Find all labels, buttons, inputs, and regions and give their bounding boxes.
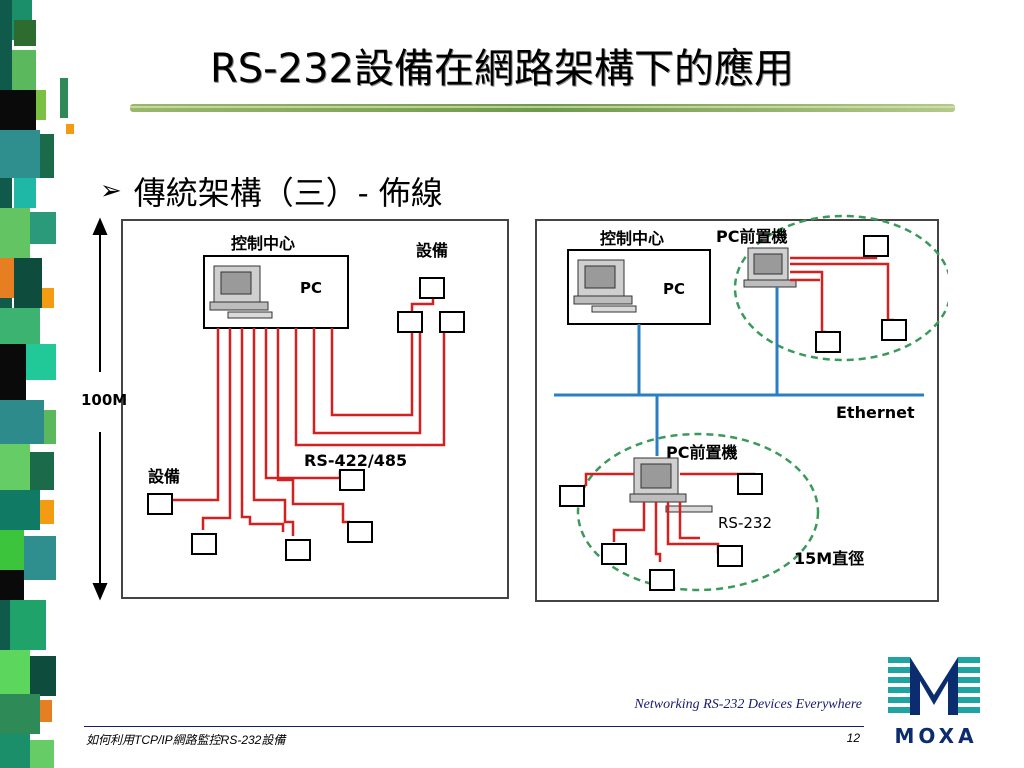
moxa-logo-wordmark: MOXA [894,724,978,748]
bottom-front-pc-label: PC前置機 [666,443,737,462]
left-control-center-label: 控制中心 [231,234,295,253]
left-device-box [285,539,311,561]
left-device-box [419,277,445,299]
right-pc-label: PC [663,280,685,298]
distance-arrow [92,217,108,601]
network-diagram: 100M 控制中心 PC 設備 設備 RS-422/485 控制中心 [81,214,948,602]
bottom-cluster-device-box [717,545,743,567]
top-cluster-device-box [863,235,889,257]
top-front-pc-icon [743,247,797,288]
bottom-front-pc-icon [629,457,713,513]
top-cluster-devices [815,235,907,353]
left-device-box [397,311,423,333]
footer-slogan: Networking RS-232 Devices Everywhere [634,697,862,712]
left-device-box [339,469,365,491]
left-device-left-label: 設備 [148,467,180,486]
top-front-pc-label: PC前置機 [716,227,787,246]
left-device-box [191,533,217,555]
arrow-bullet-icon: ➢ [100,176,122,206]
moxa-logo-icon [886,655,982,723]
right-control-center-label: 控制中心 [600,229,664,248]
top-cluster-device-box [815,331,841,353]
bottom-cluster-device-box [601,543,627,565]
left-device-boxes [147,277,465,561]
bottom-cluster-device-box [737,473,763,495]
bullet-line: ➢ 傳統架構（三）- 佈線 [100,168,443,214]
decorative-left-bar [0,0,74,768]
left-red-wires [158,294,446,536]
bottom-cluster-devices [559,473,763,591]
footer-caption: 如何利用TCP/IP網路監控RS-232設備 [86,733,286,747]
left-device-top-label: 設備 [416,241,448,260]
rs232-label: RS-232 [718,514,772,532]
slide-title: RS-232設備在網路架構下的應用 [210,46,794,92]
footer-divider [84,726,864,727]
bottom-cluster-device-box [649,569,675,591]
bottom-cluster-device-box [559,485,585,507]
right-pc-icon [573,259,637,313]
bottom-cluster-ellipse [576,432,820,592]
ethernet-label: Ethernet [836,403,915,422]
page-number: 12 [846,731,860,745]
diameter-label: 15M直徑 [794,549,864,568]
top-cluster-device-box [881,319,907,341]
bus-label: RS-422/485 [304,451,407,470]
left-device-box [347,521,373,543]
title-underline-decoration [130,104,955,112]
ethernet-backbone [554,287,924,456]
bullet-text: 傳統架構（三）- 佈線 [133,174,443,212]
left-pc-label: PC [300,279,322,297]
left-pc-icon [209,265,273,319]
left-device-box [147,493,173,515]
distance-label: 100M [81,391,127,409]
left-device-box [439,311,465,333]
